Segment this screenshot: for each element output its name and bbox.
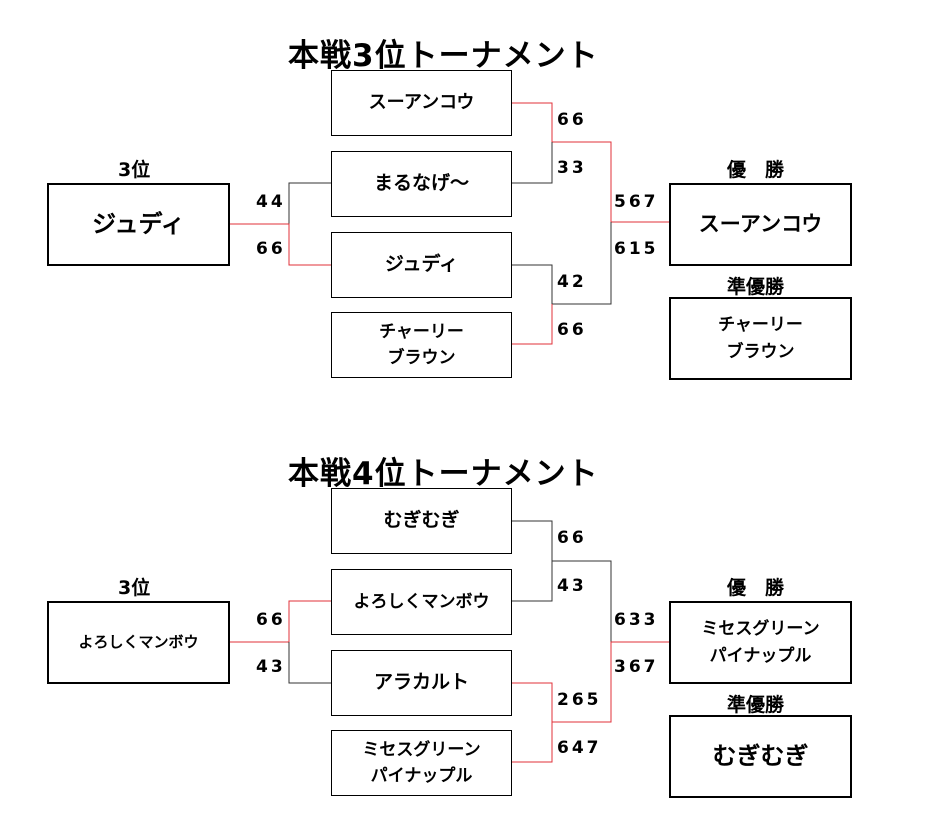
semi-2-score-bottom: 66 [557, 320, 587, 340]
bracket-2-lines [230, 520, 669, 763]
entrant-box-6: よろしくマンボウ [331, 569, 512, 635]
runner-up-name-line-2: ブラウン [726, 341, 795, 362]
third-place-2-label: 3位 [118, 577, 151, 599]
third-place-label: 3位 [118, 159, 151, 181]
semi-1-loser-line [512, 142, 553, 184]
final-2-score-top: 633 [614, 610, 659, 630]
final-score-top: 567 [614, 192, 659, 212]
third-score-bottom: 66 [256, 239, 286, 259]
entrant-name-line-1: ミセスグリーン [362, 739, 481, 760]
third-2-score-top: 66 [256, 610, 286, 630]
third-winner-line [230, 223, 331, 266]
entrant-name: むぎむぎ [383, 509, 460, 532]
semi-2-winner-line [512, 304, 553, 345]
entrant-name-line-2: パイナップル [370, 766, 473, 786]
winner-2-name-line-1: ミセスグリーン [701, 619, 820, 640]
bracket-1-title: 本戦3位トーナメント [288, 38, 599, 74]
semi-4-score-top: 265 [557, 690, 602, 710]
winner-2-box: ミセスグリーン パイナップル [669, 601, 852, 684]
entrant-name: よろしくマンボウ [353, 591, 490, 612]
semi-4-winner-line [512, 641, 669, 723]
winner-2-label: 優 勝 [727, 577, 785, 599]
winner-label: 優 勝 [727, 159, 785, 181]
third-2-winner-line [230, 600, 331, 643]
entrant-name: スーアンコウ [368, 92, 475, 114]
runner-up-2-name: むぎむぎ [712, 741, 809, 770]
semi-3-score-bottom: 43 [557, 576, 587, 596]
entrant-name-line-2: ブラウン [387, 348, 456, 368]
final-2-score-bottom: 367 [614, 657, 659, 677]
semi-1-score-top: 66 [557, 110, 587, 130]
runner-up-2-label: 準優勝 [727, 694, 785, 716]
bracket-1-lines [230, 102, 669, 345]
runner-up-2-box: むぎむぎ [669, 715, 852, 798]
entrant-box-3: ジュディ [331, 232, 512, 298]
third-place-2-name: よろしくマンボウ [78, 632, 199, 651]
third-place-2-box: よろしくマンボウ [47, 601, 230, 684]
third-place-box: ジュディ [47, 183, 230, 266]
entrant-box-5: むぎむぎ [331, 488, 512, 554]
runner-up-label: 準優勝 [727, 276, 785, 298]
semi-3-winner-line [512, 561, 553, 602]
semi-4-score-bottom: 647 [557, 738, 602, 758]
third-2-score-bottom: 43 [256, 657, 286, 677]
entrant-box-4: チャーリー ブラウン [331, 312, 512, 378]
entrant-box-2: まるなげ〜 [331, 151, 512, 217]
semi-1-winner-line [512, 102, 669, 223]
third-place-name: ジュディ [92, 209, 185, 238]
entrant-box-1: スーアンコウ [331, 70, 512, 136]
semi-1-score-bottom: 33 [557, 158, 587, 178]
entrant-box-8: ミセスグリーン パイナップル [331, 730, 512, 796]
entrant-name: まるなげ〜 [373, 172, 469, 195]
semi-4-loser-line [512, 722, 553, 763]
final-score-bottom: 615 [614, 239, 659, 259]
winner-box: スーアンコウ [669, 183, 852, 266]
third-2-loser-line [288, 642, 331, 684]
winner-name: スーアンコウ [698, 212, 823, 237]
third-score-top: 44 [256, 192, 286, 212]
entrant-name-line-1: チャーリー [379, 321, 464, 342]
bracket-2-title: 本戦4位トーナメント [288, 456, 599, 492]
runner-up-name-line-1: チャーリー [718, 315, 803, 336]
semi-2-score-top: 42 [557, 272, 587, 292]
entrant-name: アラカルト [373, 671, 469, 694]
entrant-box-7: アラカルト [331, 650, 512, 716]
semi-3-score-top: 66 [557, 528, 587, 548]
winner-2-name-line-2: パイナップル [709, 645, 812, 666]
entrant-name: ジュディ [384, 253, 459, 276]
runner-up-box: チャーリー ブラウン [669, 297, 852, 380]
